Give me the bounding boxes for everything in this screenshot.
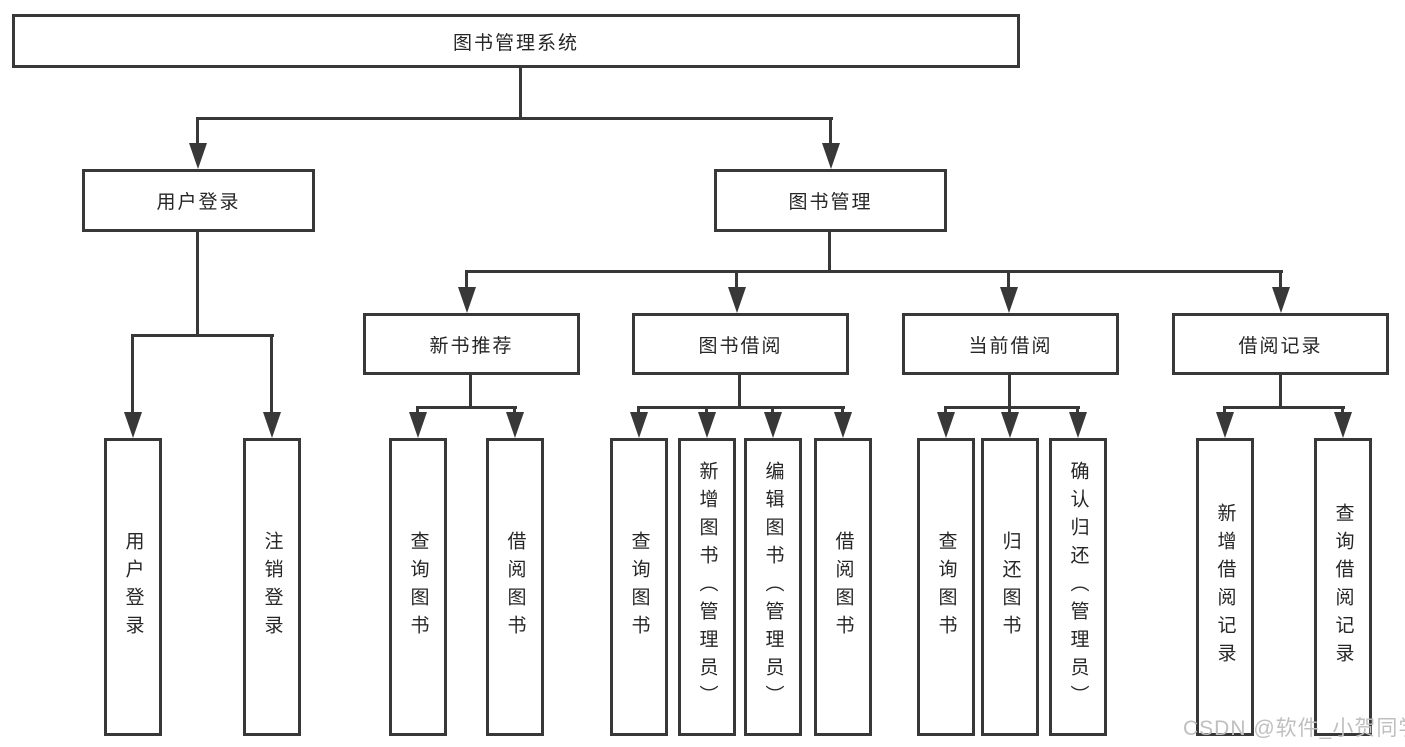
connector-line — [465, 270, 1283, 273]
arrowhead-down-icon — [1216, 412, 1234, 438]
connector-line — [1341, 406, 1344, 414]
leaf-cb-return-books-label: 归还图书 — [999, 531, 1021, 643]
arrowhead-down-icon — [822, 143, 840, 169]
connector-line — [513, 406, 516, 414]
arrowhead-down-icon — [1069, 412, 1087, 438]
node-borrow-records-label: 借阅记录 — [1238, 335, 1323, 357]
connector-line — [1076, 406, 1079, 414]
leaf-bb-add-book-admin: 新增图书（管理员） — [678, 438, 736, 736]
arrowhead-down-icon — [458, 287, 476, 313]
leaf-user-login-label: 用户登录 — [122, 531, 144, 643]
connector-line — [197, 117, 833, 120]
connector-line — [1008, 373, 1011, 408]
leaf-br-add-record: 新增借阅记录 — [1196, 438, 1254, 736]
connector-line — [1007, 270, 1010, 287]
leaf-bb-edit-book-admin: 编辑图书（管理员） — [744, 438, 802, 736]
connector-line — [705, 406, 708, 414]
connector-line — [841, 406, 844, 414]
node-new-book-recommend-label: 新书推荐 — [429, 335, 514, 357]
leaf-bb-query-books-label: 查询图书 — [628, 531, 650, 643]
leaf-nb-query-books-label: 查询图书 — [407, 531, 429, 643]
connector-line — [416, 406, 419, 414]
node-book-borrow: 图书借阅 — [632, 313, 849, 375]
leaf-bb-add-book-admin-label: 新增图书（管理员） — [696, 461, 718, 713]
arrowhead-down-icon — [834, 412, 852, 438]
arrowhead-down-icon — [263, 412, 281, 438]
leaf-nb-query-books: 查询图书 — [389, 438, 447, 736]
node-book-management: 图书管理 — [714, 169, 947, 232]
node-user-login: 用户登录 — [82, 169, 315, 232]
node-book-borrow-label: 图书借阅 — [698, 335, 783, 357]
csdn-watermark: CSDN @软件_小贺同学 — [1183, 717, 1405, 740]
connector-line — [416, 406, 517, 409]
arrowhead-down-icon — [698, 412, 716, 438]
arrowhead-down-icon — [1000, 287, 1018, 313]
leaf-bb-borrow-books-label: 借阅图书 — [832, 531, 854, 643]
connector-line — [519, 68, 522, 118]
leaf-nb-borrow-books: 借阅图书 — [486, 438, 544, 736]
connector-line — [637, 406, 845, 409]
node-new-book-recommend: 新书推荐 — [363, 313, 580, 375]
connector-line — [829, 117, 832, 143]
connector-line — [1279, 270, 1282, 287]
connector-line — [735, 270, 738, 287]
connector-line — [1008, 406, 1011, 414]
connector-line — [771, 406, 774, 414]
arrowhead-down-icon — [409, 412, 427, 438]
connector-line — [637, 406, 640, 414]
leaf-cb-query-books-label: 查询图书 — [935, 531, 957, 643]
leaf-br-query-record-label: 查询借阅记录 — [1332, 503, 1354, 671]
connector-line — [944, 406, 947, 414]
connector-line — [1223, 406, 1226, 414]
node-user-login-label: 用户登录 — [156, 192, 241, 213]
leaf-bb-borrow-books: 借阅图书 — [814, 438, 872, 736]
arrowhead-down-icon — [506, 412, 524, 438]
arrowhead-down-icon — [189, 143, 207, 169]
connector-line — [944, 406, 1080, 409]
leaf-br-add-record-label: 新增借阅记录 — [1214, 503, 1236, 671]
node-current-borrow-label: 当前借阅 — [968, 335, 1053, 357]
leaf-cb-confirm-return-admin-label: 确认归还（管理员） — [1067, 461, 1089, 713]
connector-line — [465, 270, 468, 287]
connector-line — [828, 230, 831, 273]
leaf-logout-label: 注销登录 — [261, 531, 283, 643]
connector-line — [469, 373, 472, 408]
leaf-nb-borrow-books-label: 借阅图书 — [504, 531, 526, 643]
leaf-bb-query-books: 查询图书 — [610, 438, 668, 736]
leaf-cb-confirm-return-admin: 确认归还（管理员） — [1049, 438, 1107, 736]
leaf-logout: 注销登录 — [243, 438, 301, 736]
arrowhead-down-icon — [937, 412, 955, 438]
connector-line — [1223, 406, 1345, 409]
arrowhead-down-icon — [728, 287, 746, 313]
node-current-borrow: 当前借阅 — [902, 313, 1119, 375]
node-root: 图书管理系统 — [12, 14, 1020, 68]
node-borrow-records: 借阅记录 — [1172, 313, 1389, 375]
node-root-label: 图书管理系统 — [452, 32, 579, 54]
connector-line — [131, 334, 134, 412]
leaf-br-query-record: 查询借阅记录 — [1314, 438, 1372, 736]
arrowhead-down-icon — [124, 412, 142, 438]
arrowhead-down-icon — [1334, 412, 1352, 438]
connector-line — [270, 334, 273, 412]
leaf-user-login: 用户登录 — [104, 438, 162, 736]
node-book-management-label: 图书管理 — [788, 192, 873, 213]
connector-line — [1279, 373, 1282, 408]
connector-line — [196, 117, 199, 143]
connector-line — [196, 230, 199, 336]
arrowhead-down-icon — [1272, 287, 1290, 313]
arrowhead-down-icon — [1001, 412, 1019, 438]
leaf-cb-return-books: 归还图书 — [981, 438, 1039, 736]
arrowhead-down-icon — [630, 412, 648, 438]
connector-line — [738, 373, 741, 408]
leaf-bb-edit-book-admin-label: 编辑图书（管理员） — [762, 461, 784, 713]
arrowhead-down-icon — [764, 412, 782, 438]
leaf-cb-query-books: 查询图书 — [917, 438, 975, 736]
connector-line — [132, 334, 274, 337]
